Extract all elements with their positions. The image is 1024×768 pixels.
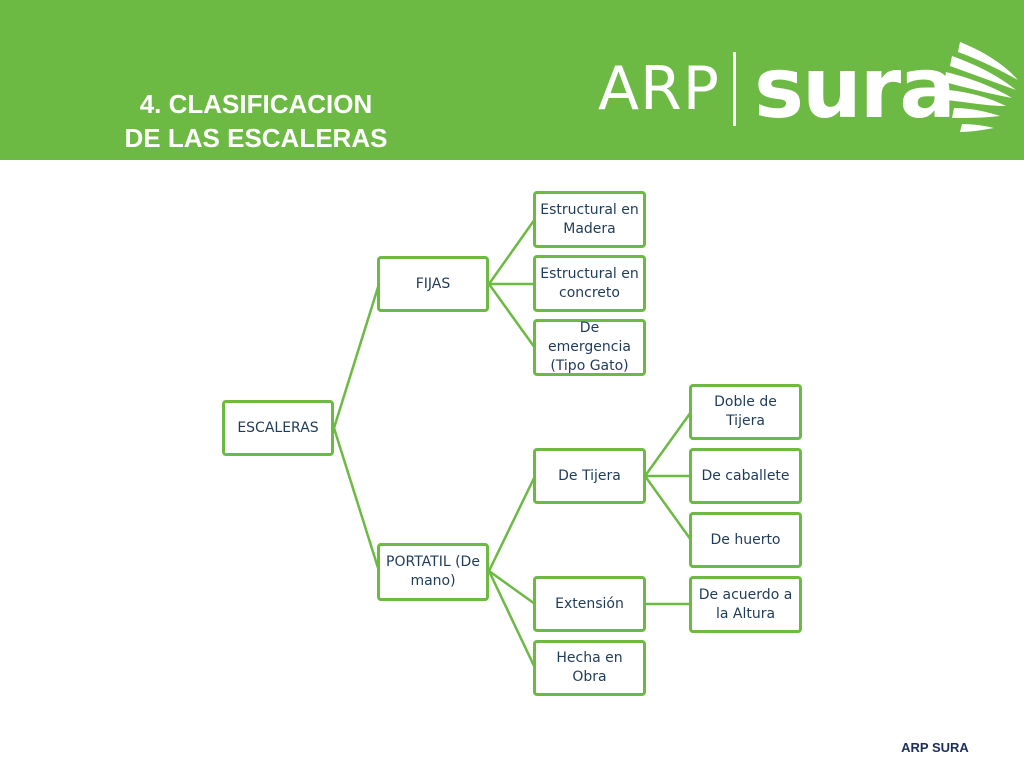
node-de-emergencia: De emergencia (Tipo Gato) bbox=[533, 319, 646, 376]
node-escaleras: ESCALERAS bbox=[222, 400, 334, 456]
connector-tijera-huerto bbox=[643, 475, 693, 541]
node-extension: Extensión bbox=[533, 576, 646, 632]
header-bar: 4. CLASIFICACION DE LAS ESCALERAS ARP su… bbox=[0, 0, 1024, 160]
page-title-line-1: 4. CLASIFICACION bbox=[139, 89, 373, 119]
sura-wing-logo-icon bbox=[944, 42, 1018, 132]
page-title: 4. CLASIFICACION DE LAS ESCALERAS bbox=[105, 87, 407, 155]
connector-portatil-obra bbox=[487, 570, 537, 669]
logo-arp-text: ARP bbox=[598, 54, 720, 124]
node-hecha-en-obra: Hecha en Obra bbox=[533, 640, 646, 696]
logo-sura-text: sura bbox=[754, 39, 956, 137]
node-portatil: PORTATIL (De mano) bbox=[377, 543, 489, 601]
connector-fijas-madera bbox=[487, 218, 537, 285]
connector-tijera-doble bbox=[643, 411, 693, 477]
footer-brand: ARP SURA bbox=[901, 740, 969, 755]
connector-portatil-tijera bbox=[487, 475, 537, 572]
node-de-caballete: De caballete bbox=[689, 448, 802, 504]
node-de-huerto: De huerto bbox=[689, 512, 802, 568]
node-de-tijera: De Tijera bbox=[533, 448, 646, 504]
logo-divider bbox=[733, 52, 736, 126]
node-estructural-madera: Estructural en Madera bbox=[533, 191, 646, 248]
node-de-acuerdo-altura: De acuerdo a la Altura bbox=[689, 576, 802, 633]
node-doble-de-tijera: Doble de Tijera bbox=[689, 384, 802, 440]
connector-portatil-extension bbox=[488, 569, 536, 606]
connector-escaleras-portatil bbox=[332, 427, 381, 572]
node-estructural-concreto: Estructural en concreto bbox=[533, 255, 646, 312]
connector-fijas-emergencia bbox=[487, 283, 537, 349]
node-fijas: FIJAS bbox=[377, 256, 489, 312]
connector-escaleras-fijas bbox=[332, 283, 381, 429]
page-title-line-2: DE LAS ESCALERAS bbox=[124, 123, 388, 153]
